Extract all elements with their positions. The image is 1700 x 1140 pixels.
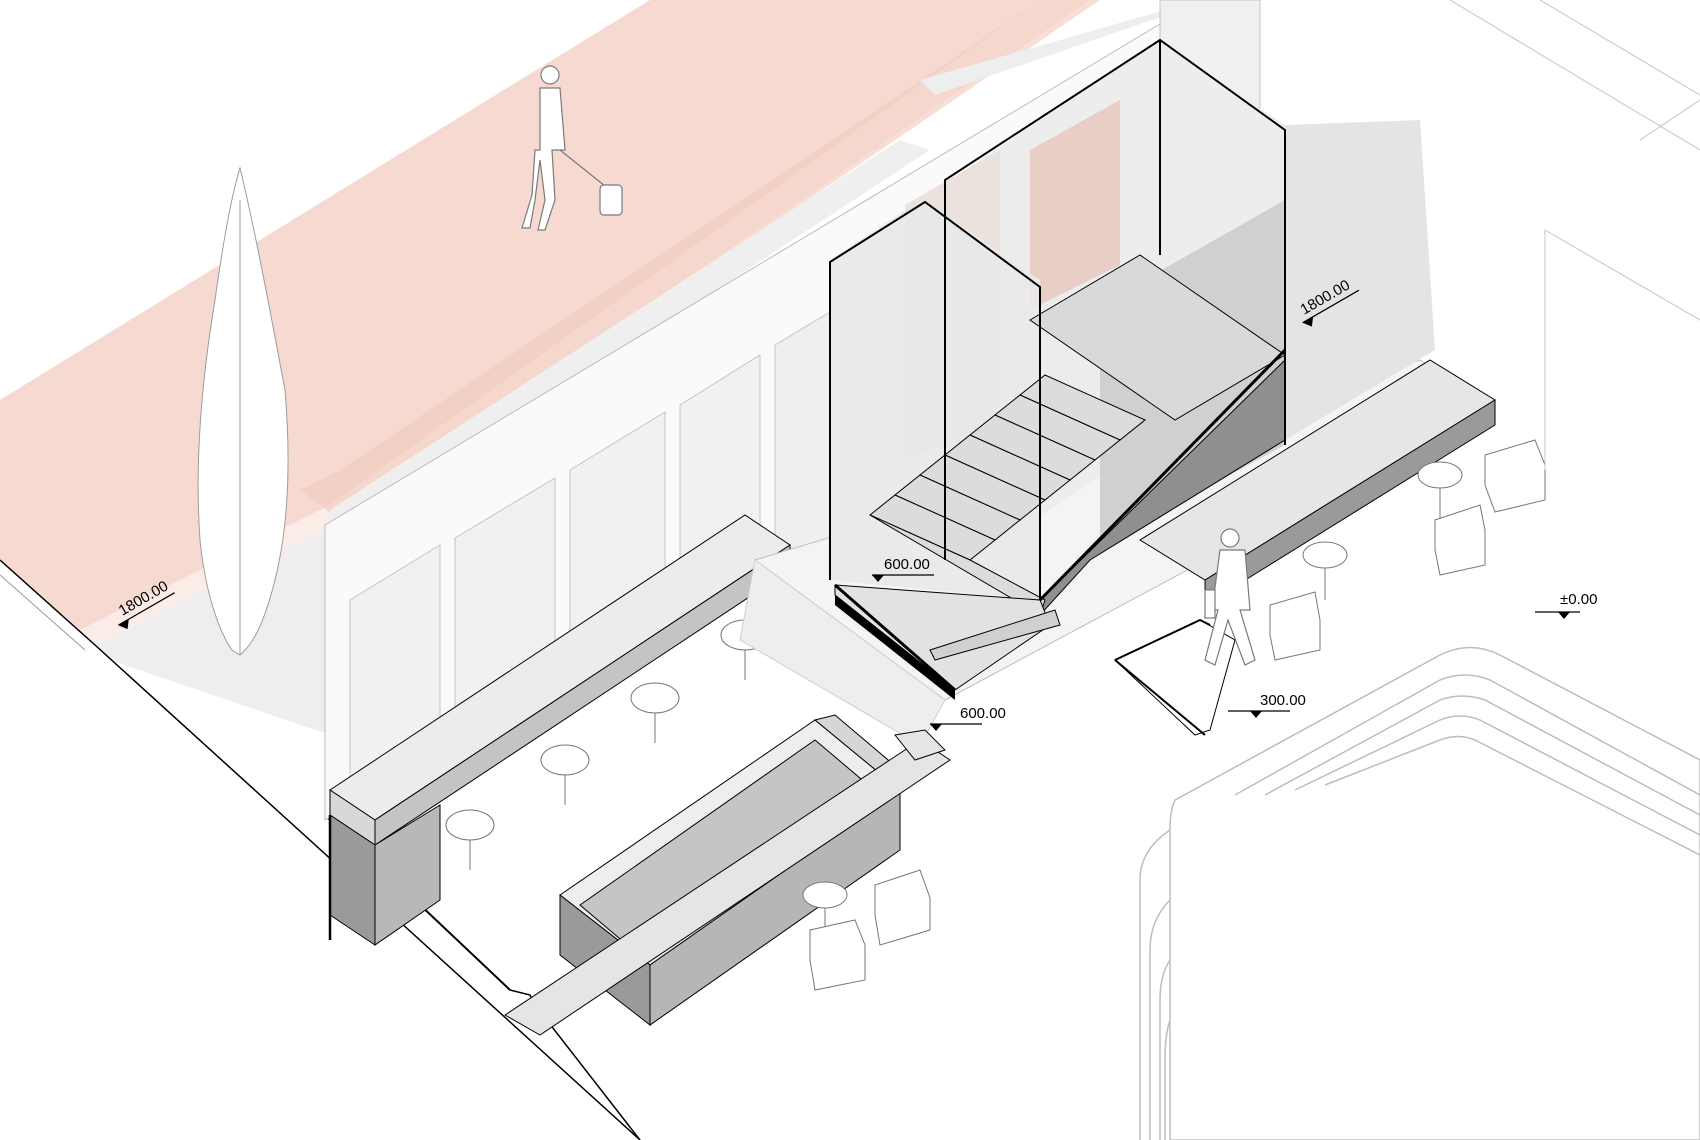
sunken-entry [1114,618,1236,736]
neighbor-building [1139,646,1700,1140]
person-walking [1204,528,1256,666]
stair-steps [869,374,1146,616]
bar-stools [445,619,770,870]
level-marker-lower-step: 600.00 [930,705,1006,731]
lower-step [894,729,946,761]
level-marker-sunken-entry: 300.00 [1228,692,1306,718]
level-label: 300.00 [1260,692,1306,709]
central-furniture [802,869,931,991]
person-with-luggage [521,65,623,231]
level-label: ±0.00 [1560,591,1597,608]
central-bench [504,714,951,1036]
stool [630,682,680,743]
glass-stair-volume [829,38,1435,700]
cypress-tree [197,166,289,656]
far-right-building [1449,0,1700,470]
stool [445,809,495,870]
level-label: 600.00 [960,705,1006,722]
stool [540,744,590,805]
right-furniture [1269,439,1546,661]
level-label: 600.00 [884,556,930,573]
glass-frame [829,38,1286,600]
long-bench [328,514,791,946]
level-marker-ground: ±0.00 [1535,591,1597,619]
level-marker-stair-landing: 600.00 [872,556,934,582]
